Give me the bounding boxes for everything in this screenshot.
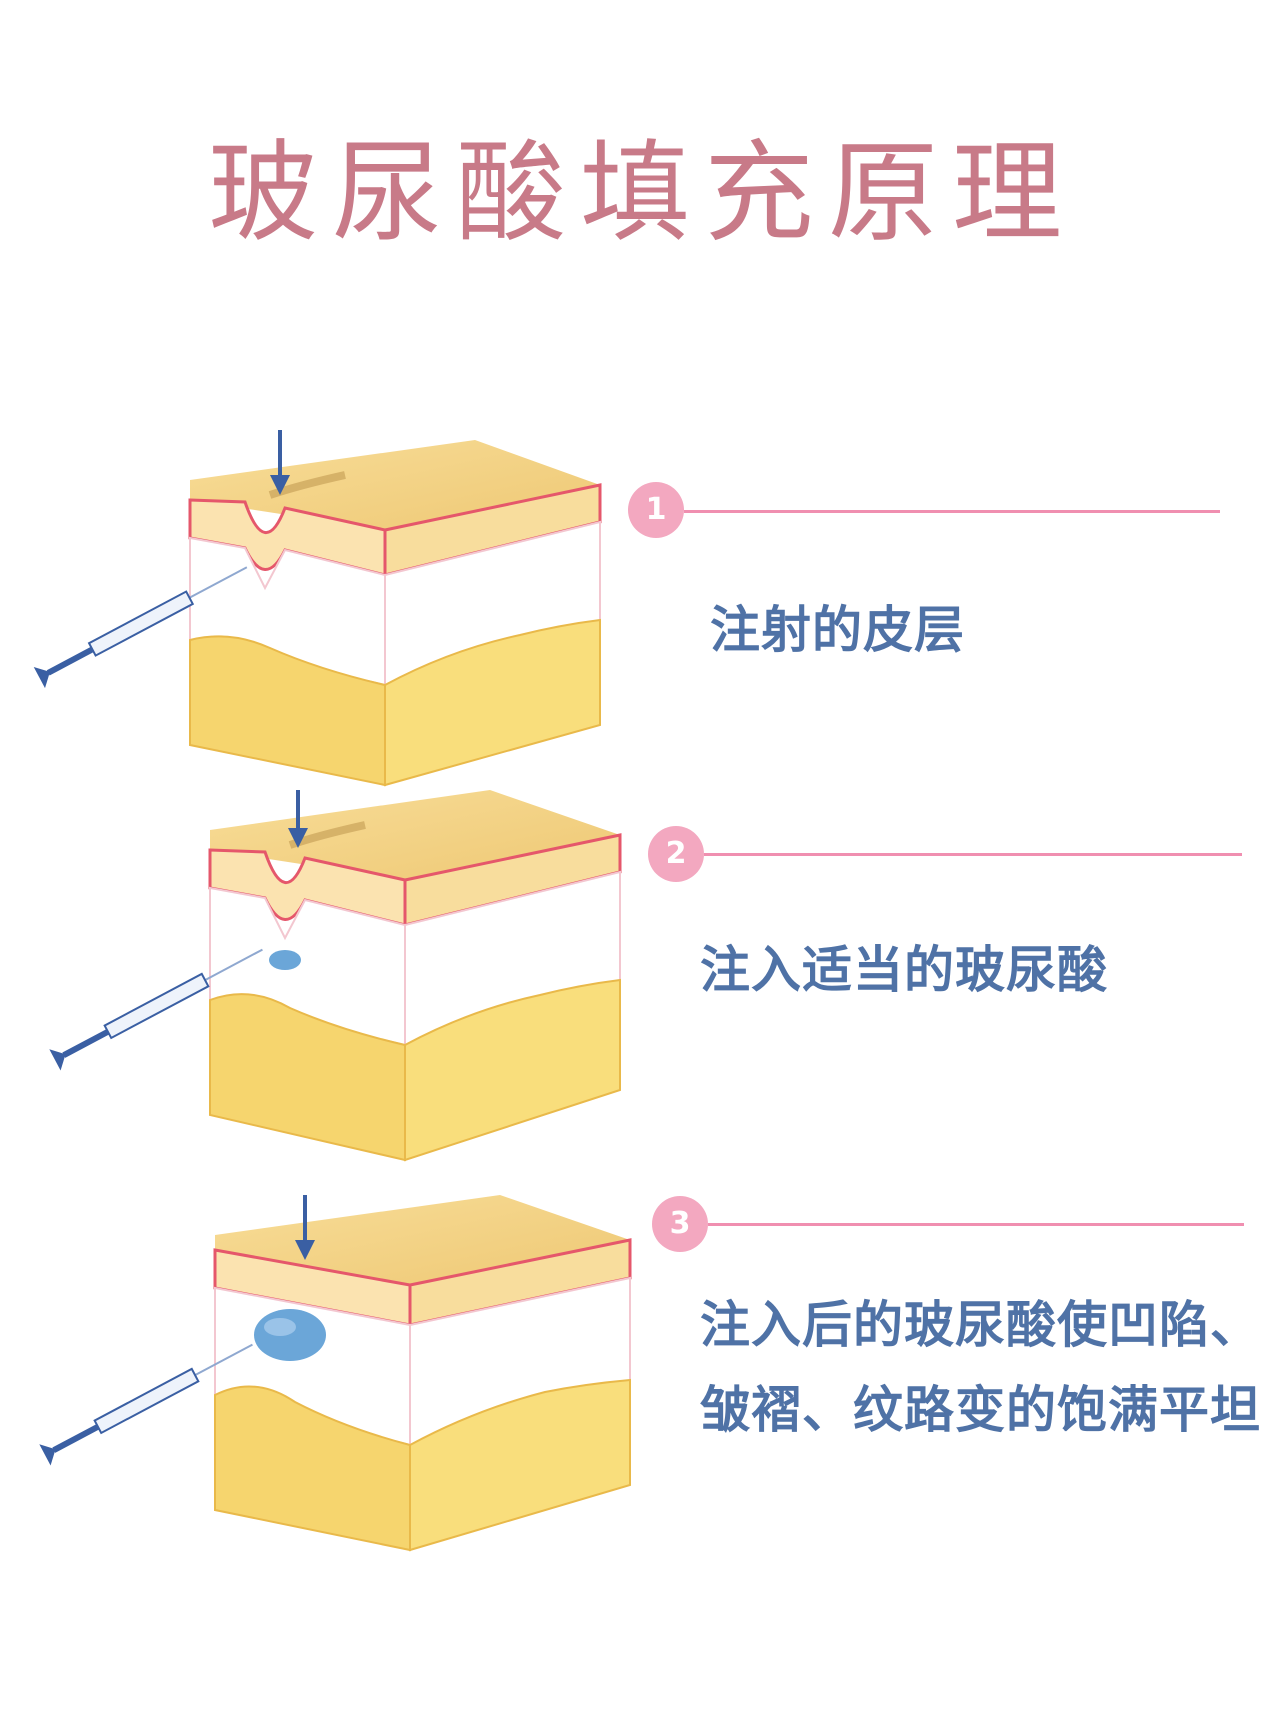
step-1: 1 注射的皮层	[0, 430, 1284, 810]
filler-volume	[254, 1309, 326, 1361]
step-description: 注入适当的玻尿酸	[700, 941, 1108, 999]
step-2: 2 注入适当的玻尿酸	[0, 790, 1284, 1170]
step-description-line-2: 皱褶、纹路变的饱满平坦	[700, 1381, 1261, 1439]
step-leader-line	[684, 510, 1220, 513]
syringe	[39, 1343, 253, 1466]
skin-block-illustration-3	[39, 1195, 632, 1552]
fat-layer	[189, 635, 386, 787]
syringe	[49, 948, 263, 1071]
filler-droplet	[269, 950, 301, 970]
page-title: 玻尿酸填充原理	[208, 129, 1076, 257]
wrinkle-crease	[268, 471, 346, 499]
skin-top-face	[210, 790, 620, 880]
fat-layer	[214, 1385, 411, 1552]
skin-block-illustration-2	[49, 790, 622, 1162]
step-3: 3 注入后的玻尿酸使凹陷、 皱褶、纹路变的饱满平坦	[0, 1180, 1284, 1560]
step-number-badge: 2	[648, 826, 704, 882]
syringe	[33, 566, 248, 689]
step-leader-line	[708, 1223, 1244, 1226]
skin-top-face	[190, 440, 600, 530]
step-description-line-1: 注入后的玻尿酸使凹陷、	[700, 1296, 1261, 1354]
skin-block-illustration-1	[33, 430, 602, 787]
fat-layer	[209, 993, 406, 1162]
step-leader-line	[704, 853, 1242, 856]
step-description: 注射的皮层	[710, 601, 965, 659]
skin-top-face	[215, 1195, 630, 1285]
step-number-badge: 3	[652, 1196, 708, 1252]
step-number-badge: 1	[628, 482, 684, 538]
